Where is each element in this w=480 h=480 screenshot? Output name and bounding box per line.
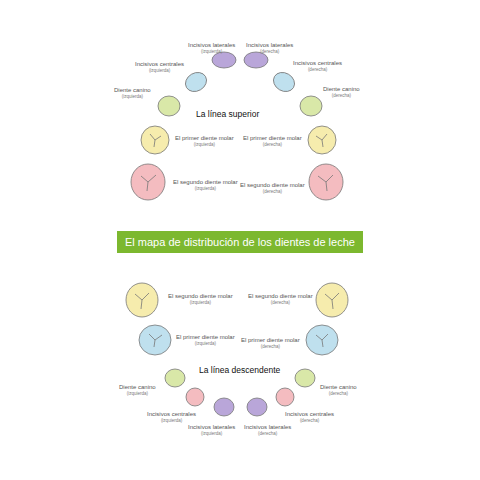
tooth (270, 69, 298, 96)
tooth-side: (derecha) (248, 300, 313, 306)
tooth (165, 369, 185, 387)
tooth-name: Diente canino (320, 384, 357, 391)
tooth (306, 325, 338, 355)
tooth-side: (izquierda) (188, 431, 235, 437)
tooth-side: (derecha) (241, 344, 300, 350)
tooth-label: Incisivos laterales(izquierda) (188, 42, 235, 55)
tooth-name: Incisivos laterales (188, 42, 235, 49)
arch-heading: La línea descendente (199, 365, 280, 375)
tooth-name: Incisivos centrales (293, 60, 342, 67)
tooth-label: Incisivos centrales(izquierda) (135, 61, 184, 74)
tooth-label: El primer diente molar(derecha) (241, 337, 300, 350)
fissure (135, 293, 149, 309)
tooth-label: Incisivos centrales(derecha) (285, 411, 334, 424)
tooth-name: Diente canino (323, 86, 360, 93)
tooth-side: (derecha) (323, 93, 360, 99)
tooth-side: (izquierda) (168, 300, 233, 306)
title-band (117, 231, 363, 253)
tooth-name: Incisivos centrales (147, 411, 196, 418)
tooth-side: (izquierda) (173, 186, 238, 192)
tooth (212, 52, 236, 68)
tooth (186, 388, 204, 406)
tooth-label: El segundo diente molar(izquierda) (168, 293, 233, 306)
tooth-side: (izquierda) (135, 68, 184, 74)
tooth-name: El segundo diente molar (168, 293, 233, 300)
tooth-label: El primer diente molar(izquierda) (175, 135, 234, 148)
fissure (141, 175, 156, 191)
tooth-label: Diente canino(izquierda) (114, 87, 151, 100)
tooth-side: (derecha) (243, 142, 302, 148)
tooth (214, 398, 234, 416)
tooth (141, 126, 169, 154)
tooth-side: (izquierda) (188, 49, 235, 55)
tooth (126, 283, 158, 317)
tooth-name: Incisivos centrales (135, 61, 184, 68)
lower-teeth (126, 283, 348, 416)
tooth-side: (derecha) (285, 418, 334, 424)
tooth-name: Diente canino (119, 384, 156, 391)
tooth-label: El primer diente molar(izquierda) (176, 334, 235, 347)
tooth (131, 164, 165, 200)
tooth-name: El segundo diente molar (240, 182, 305, 189)
fissure (325, 293, 339, 309)
tooth-label: Incisivos centrales(derecha) (293, 60, 342, 73)
tooth (158, 96, 180, 116)
fissure (150, 134, 161, 147)
tooth-name: El primer diente molar (243, 135, 302, 142)
tooth-label: Diente canino(derecha) (320, 384, 357, 397)
arch-heading: La línea superior (196, 109, 259, 119)
fissure (316, 134, 327, 147)
tooth-label: Diente canino(izquierda) (119, 384, 156, 397)
fissure (318, 175, 333, 191)
tooth (139, 325, 171, 355)
tooth-name: Incisivos centrales (285, 411, 334, 418)
fissure (149, 334, 162, 347)
tooth-label: El segundo diente molar(derecha) (248, 293, 313, 306)
tooth-side: (izquierda) (119, 391, 156, 397)
tooth-label: Incisivos laterales(derecha) (244, 424, 291, 437)
tooth-side: (izquierda) (114, 94, 151, 100)
title: El mapa de distribución de los dientes d… (125, 235, 355, 249)
tooth (308, 126, 336, 154)
tooth-side: (izquierda) (176, 341, 235, 347)
tooth-side: (derecha) (293, 67, 342, 73)
tooth-label: El segundo diente molar(izquierda) (173, 179, 238, 192)
tooth-label: Incisivos laterales(izquierda) (188, 424, 235, 437)
tooth-side: (derecha) (240, 189, 305, 195)
tooth-name: Incisivos laterales (188, 424, 235, 431)
tooth (295, 369, 315, 387)
tooth (247, 398, 267, 416)
tooth-label: Diente canino(derecha) (323, 86, 360, 99)
tooth-label: El primer diente molar(derecha) (243, 135, 302, 148)
tooth-name: El segundo diente molar (173, 179, 238, 186)
tooth-label: Incisivos laterales(derecha) (246, 42, 293, 55)
tooth (300, 96, 322, 116)
tooth (316, 283, 348, 317)
tooth-name: El primer diente molar (241, 337, 300, 344)
tooth (309, 164, 343, 200)
tooth-name: Diente canino (114, 87, 151, 94)
tooth-side: (derecha) (320, 391, 357, 397)
tooth-name: El primer diente molar (175, 135, 234, 142)
tooth (276, 388, 294, 406)
tooth-side: (derecha) (246, 49, 293, 55)
tooth (244, 52, 268, 68)
upper-teeth (131, 52, 343, 200)
tooth-label: Incisivos centrales(izquierda) (147, 411, 196, 424)
tooth-side: (izquierda) (147, 418, 196, 424)
tooth-side: (derecha) (244, 431, 291, 437)
fissure (316, 334, 328, 347)
tooth-side: (izquierda) (175, 142, 234, 148)
tooth-name: El segundo diente molar (248, 293, 313, 300)
tooth-name: El primer diente molar (176, 334, 235, 341)
tooth-name: Incisivos laterales (244, 424, 291, 431)
tooth-name: Incisivos laterales (246, 42, 293, 49)
tooth-label: El segundo diente molar(derecha) (240, 182, 305, 195)
tooth (182, 69, 210, 96)
